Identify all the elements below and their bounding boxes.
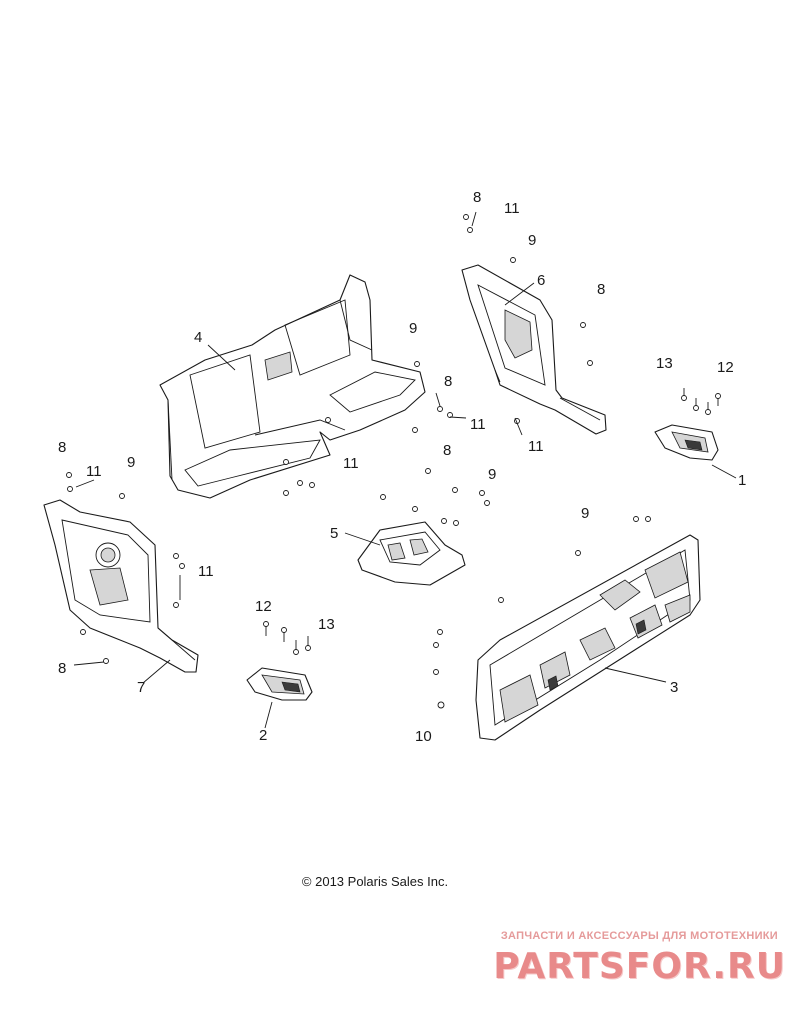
watermark-logo: PARTSFOR.RU bbox=[493, 946, 786, 987]
callout-7: 7 bbox=[137, 679, 145, 696]
callout-2: 2 bbox=[259, 727, 267, 744]
callout-9: 9 bbox=[409, 320, 417, 337]
part-1-right-footrest bbox=[654, 424, 719, 461]
callout-1: 1 bbox=[738, 472, 746, 489]
callout-11: 11 bbox=[86, 463, 102, 480]
part-7-left-side-panel bbox=[43, 499, 199, 673]
callout-5: 5 bbox=[330, 525, 338, 542]
part-5-center-bracket bbox=[357, 521, 466, 586]
callout-12: 12 bbox=[255, 598, 272, 615]
part-4-rear-panel bbox=[159, 274, 426, 499]
callout-labels: 1 2 3 4 5 6 7 8 8 8 8 8 8 9 9 9 9 9 10 1… bbox=[58, 189, 746, 745]
watermark-tagline: ЗАПЧАСТИ И АКСЕССУАРЫ ДЛЯ МОТОТЕХНИКИ bbox=[500, 930, 778, 942]
fasteners bbox=[66, 214, 721, 709]
leader-lines bbox=[73, 211, 737, 729]
callout-8: 8 bbox=[473, 189, 481, 206]
callout-11: 11 bbox=[504, 200, 520, 217]
callout-4: 4 bbox=[194, 329, 202, 346]
callout-8: 8 bbox=[444, 373, 452, 390]
callout-8: 8 bbox=[58, 439, 66, 456]
callout-11: 11 bbox=[343, 455, 359, 472]
callout-10: 10 bbox=[415, 728, 432, 745]
callout-8: 8 bbox=[443, 442, 451, 459]
callout-13: 13 bbox=[318, 616, 335, 633]
callout-11: 11 bbox=[470, 416, 486, 433]
callout-12: 12 bbox=[717, 359, 734, 376]
callout-9: 9 bbox=[488, 466, 496, 483]
callout-8: 8 bbox=[597, 281, 605, 298]
callout-9: 9 bbox=[528, 232, 536, 249]
callout-3: 3 bbox=[670, 679, 678, 696]
callout-6: 6 bbox=[537, 272, 545, 289]
part-3-floor-panel bbox=[475, 534, 701, 741]
callout-9: 9 bbox=[127, 454, 135, 471]
part-2-left-footrest bbox=[246, 667, 313, 701]
callout-8: 8 bbox=[58, 660, 66, 677]
callout-13: 13 bbox=[656, 355, 673, 372]
callout-11: 11 bbox=[528, 438, 544, 455]
callout-9: 9 bbox=[581, 505, 589, 522]
copyright-notice: © 2013 Polaris Sales Inc. bbox=[301, 874, 449, 889]
part-6-right-side-panel bbox=[461, 264, 607, 435]
callout-11: 11 bbox=[198, 563, 214, 580]
